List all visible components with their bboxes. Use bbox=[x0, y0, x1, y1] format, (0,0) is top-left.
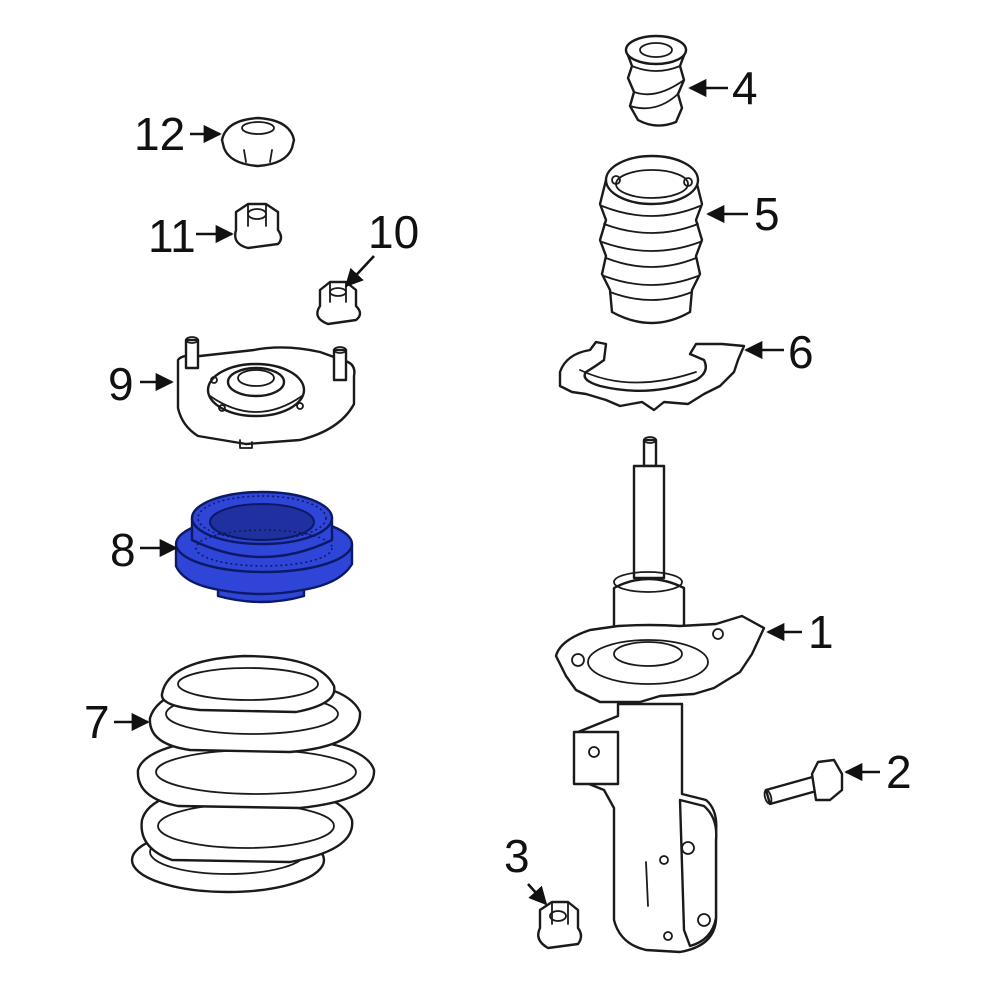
part-11-nut[interactable] bbox=[234, 202, 283, 250]
part-9-strut-mount[interactable] bbox=[176, 336, 356, 449]
callout-5: 5 bbox=[754, 188, 780, 240]
callout-3: 3 bbox=[504, 830, 530, 882]
part-10-nut[interactable] bbox=[316, 280, 362, 326]
callout-10: 10 bbox=[368, 206, 419, 258]
callout-6: 6 bbox=[788, 326, 814, 378]
part-8-strut-bearing[interactable] bbox=[174, 490, 354, 604]
part-7-coil-spring[interactable] bbox=[130, 654, 376, 894]
part-3-nut[interactable] bbox=[537, 900, 583, 950]
callout-9: 9 bbox=[108, 358, 134, 410]
callout-1: 1 bbox=[808, 606, 834, 658]
callout-4: 4 bbox=[732, 62, 758, 114]
part-12-cap[interactable] bbox=[220, 116, 296, 168]
callout-8: 8 bbox=[110, 524, 136, 576]
callout-11: 11 bbox=[148, 210, 196, 262]
part-4-bump-stop[interactable] bbox=[624, 34, 688, 127]
callout-2: 2 bbox=[886, 746, 912, 798]
leader-line-3 bbox=[527, 883, 548, 906]
part-1-strut-assembly[interactable] bbox=[554, 436, 766, 954]
part-6-spring-insulator[interactable] bbox=[558, 340, 746, 412]
callout-7: 7 bbox=[84, 696, 110, 748]
part-5-dust-boot[interactable] bbox=[598, 154, 704, 325]
callout-12: 12 bbox=[134, 108, 185, 160]
part-2-bolt[interactable] bbox=[763, 758, 844, 806]
leader-line-10 bbox=[344, 255, 375, 288]
